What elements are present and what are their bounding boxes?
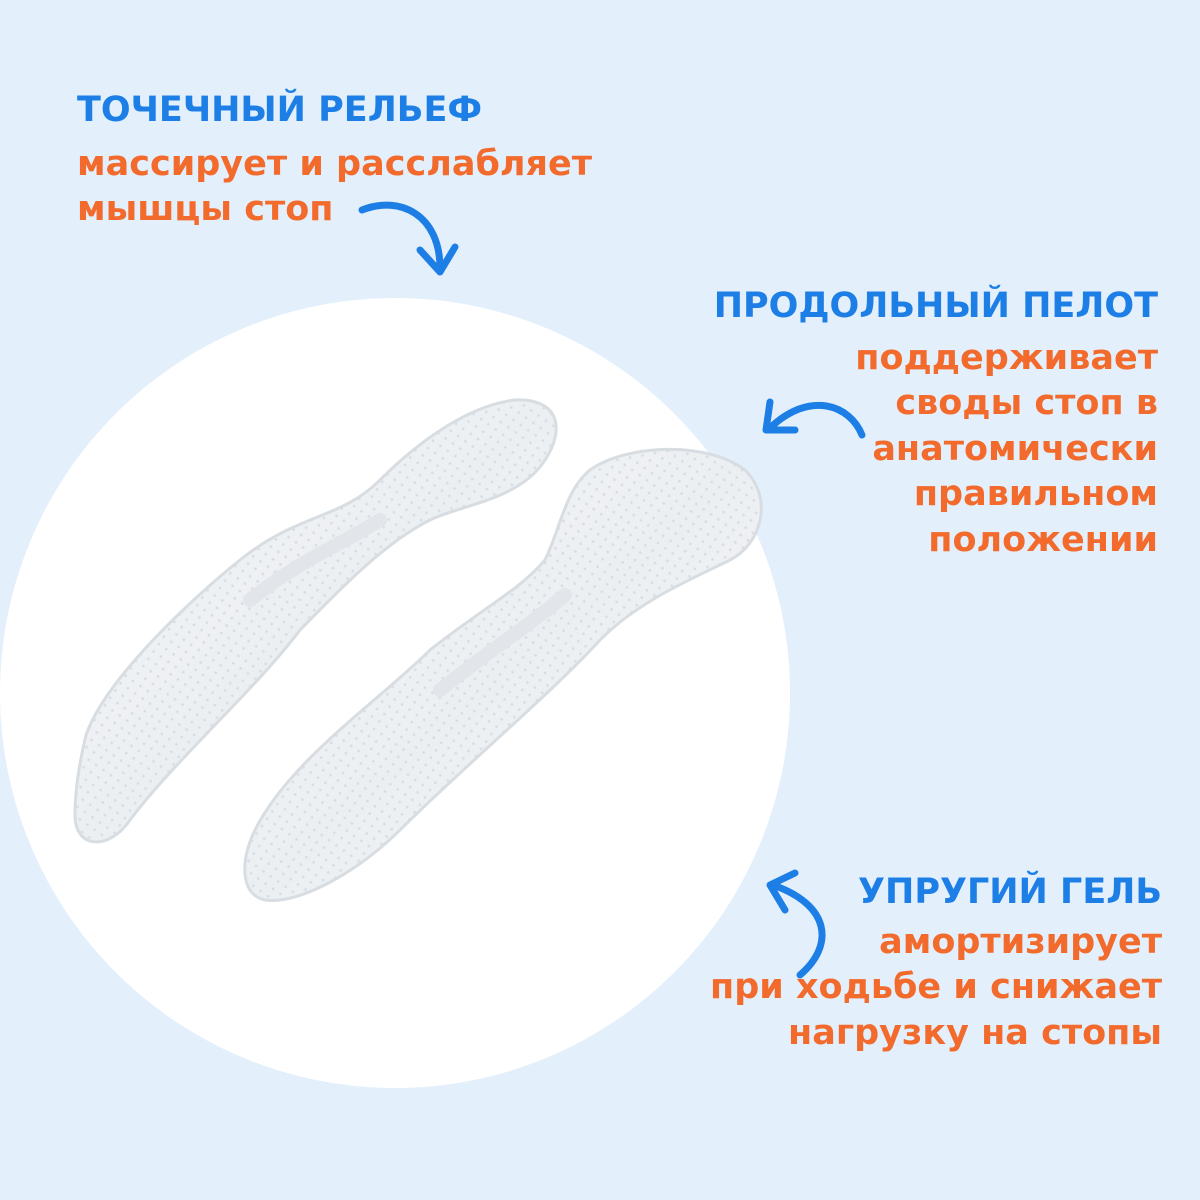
callout-text-line: положении <box>928 519 1158 560</box>
callout-title: ТОЧЕЧНЫЙ РЕЛЬЕФ <box>77 90 483 130</box>
callout-text-line: амортизирует <box>879 921 1162 962</box>
callout-text-line: поддерживает <box>855 337 1158 378</box>
callout-title: УПРУГИЙ ГЕЛЬ <box>858 872 1162 912</box>
callout-text-line: нагрузку на стопы <box>788 1012 1162 1053</box>
callout-arch-support: ПРОДОЛЬНЫЙ ПЕЛОТ поддерживает своды стоп… <box>714 284 1158 563</box>
insole-icon <box>73 398 558 844</box>
callout-text-line: мышцы стоп <box>77 189 334 229</box>
insole-icon <box>243 447 763 902</box>
callout-text-line: анатомически <box>872 428 1158 469</box>
callout-title: ПРОДОЛЬНЫЙ ПЕЛОТ <box>713 286 1158 326</box>
callout-text-line: при ходьбе и снижает <box>710 967 1162 1007</box>
callout-elastic-gel: УПРУГИЙ ГЕЛЬ амортизирует при ходьбе и с… <box>710 870 1162 1056</box>
callout-text-line: своды стоп в <box>895 383 1158 423</box>
callout-dot-relief: ТОЧЕЧНЫЙ РЕЛЬЕФ массирует и расслабляет … <box>77 88 592 233</box>
callout-text-line: массирует и расслабляет <box>77 143 593 184</box>
callout-text-line: правильном <box>913 474 1158 514</box>
